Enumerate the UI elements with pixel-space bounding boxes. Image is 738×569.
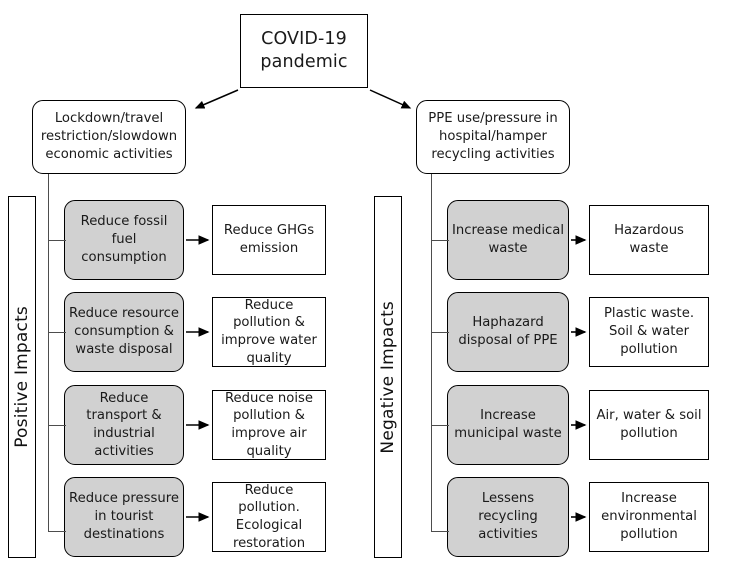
side-banner-negative-label: Negative Impacts [378,300,398,454]
effect-box-negative-4-label: Increase environmental pollution [601,491,697,542]
side-banner-positive-label: Positive Impacts [12,306,32,448]
effect-box-negative-1-label: Hazardous waste [614,223,684,256]
effect-box-positive-1: Reduce GHGs emission [212,205,326,275]
cause-box-negative-1: Increase medical waste [447,200,569,280]
effect-box-positive-2: Reduce pollution & improve water quality [212,297,326,367]
side-banner-negative-impacts: Negative Impacts [374,196,402,558]
branch-node-positive: Lockdown/travel restriction/slowdown eco… [32,100,186,174]
arrow-root-to-negative [369,89,412,109]
cause-box-negative-4-label: Lessens recycling activities [478,491,538,542]
effect-box-positive-2-label: Reduce pollution & improve water quality [221,297,317,366]
root-node-label: COVID-19 pandemic [260,28,348,72]
connector-trunk-positive [48,174,50,532]
effect-box-negative-2: Plastic waste. Soil & water pollution [589,297,709,367]
cause-box-positive-1: Reduce fossil fuel consumption [64,200,184,280]
connector-stub-negative-1 [431,240,449,242]
cause-box-negative-3-label: Increase municipal waste [454,408,562,441]
effect-box-positive-4: Reduce pollution. Ecological restoration [212,482,326,552]
effect-box-negative-3-label: Air, water & soil pollution [596,408,702,441]
connector-trunk-negative [431,174,433,532]
cause-box-positive-2-label: Reduce resource consumption & waste disp… [69,306,180,357]
effect-box-positive-3: Reduce noise pollution & improve air qua… [212,390,326,460]
cause-box-positive-4: Reduce pressure in tourist destinations [64,477,184,557]
connector-stub-negative-3 [431,425,449,427]
connector-stub-negative-2 [431,332,449,334]
branch-node-negative-label: PPE use/pressure in hospital/hamper recy… [428,111,558,162]
connector-stub-positive-2 [48,332,66,334]
connector-stub-positive-3 [48,425,66,427]
arrow-root-to-positive [194,89,239,109]
effect-box-negative-1: Hazardous waste [589,205,709,275]
effect-box-negative-2-label: Plastic waste. Soil & water pollution [603,306,695,357]
effect-box-positive-3-label: Reduce noise pollution & improve air qua… [224,390,314,459]
cause-box-negative-4: Lessens recycling activities [447,477,569,557]
cause-box-negative-3: Increase municipal waste [447,385,569,465]
root-node-covid19: COVID-19 pandemic [240,14,368,88]
connector-stub-negative-4 [431,531,449,533]
branch-node-positive-label: Lockdown/travel restriction/slowdown eco… [40,111,178,162]
branch-node-negative: PPE use/pressure in hospital/hamper recy… [416,100,570,174]
cause-box-negative-2-label: Haphazard disposal of PPE [458,315,558,348]
cause-box-positive-3: Reduce transport & industrial activities [64,385,184,465]
cause-box-positive-2: Reduce resource consumption & waste disp… [64,292,184,372]
effect-box-positive-1-label: Reduce GHGs emission [223,223,315,256]
cause-box-negative-2: Haphazard disposal of PPE [447,292,569,372]
cause-box-positive-3-label: Reduce transport & industrial activities [86,390,162,459]
cause-box-positive-1-label: Reduce fossil fuel consumption [80,214,168,265]
cause-box-positive-4-label: Reduce pressure in tourist destinations [69,491,179,542]
connector-stub-positive-4 [48,531,66,533]
cause-box-negative-1-label: Increase medical waste [452,223,564,256]
effect-box-negative-3: Air, water & soil pollution [589,390,709,460]
effect-box-positive-4-label: Reduce pollution. Ecological restoration [232,482,306,551]
connector-stub-positive-1 [48,240,66,242]
side-banner-positive-impacts: Positive Impacts [8,196,36,558]
effect-box-negative-4: Increase environmental pollution [589,482,709,552]
